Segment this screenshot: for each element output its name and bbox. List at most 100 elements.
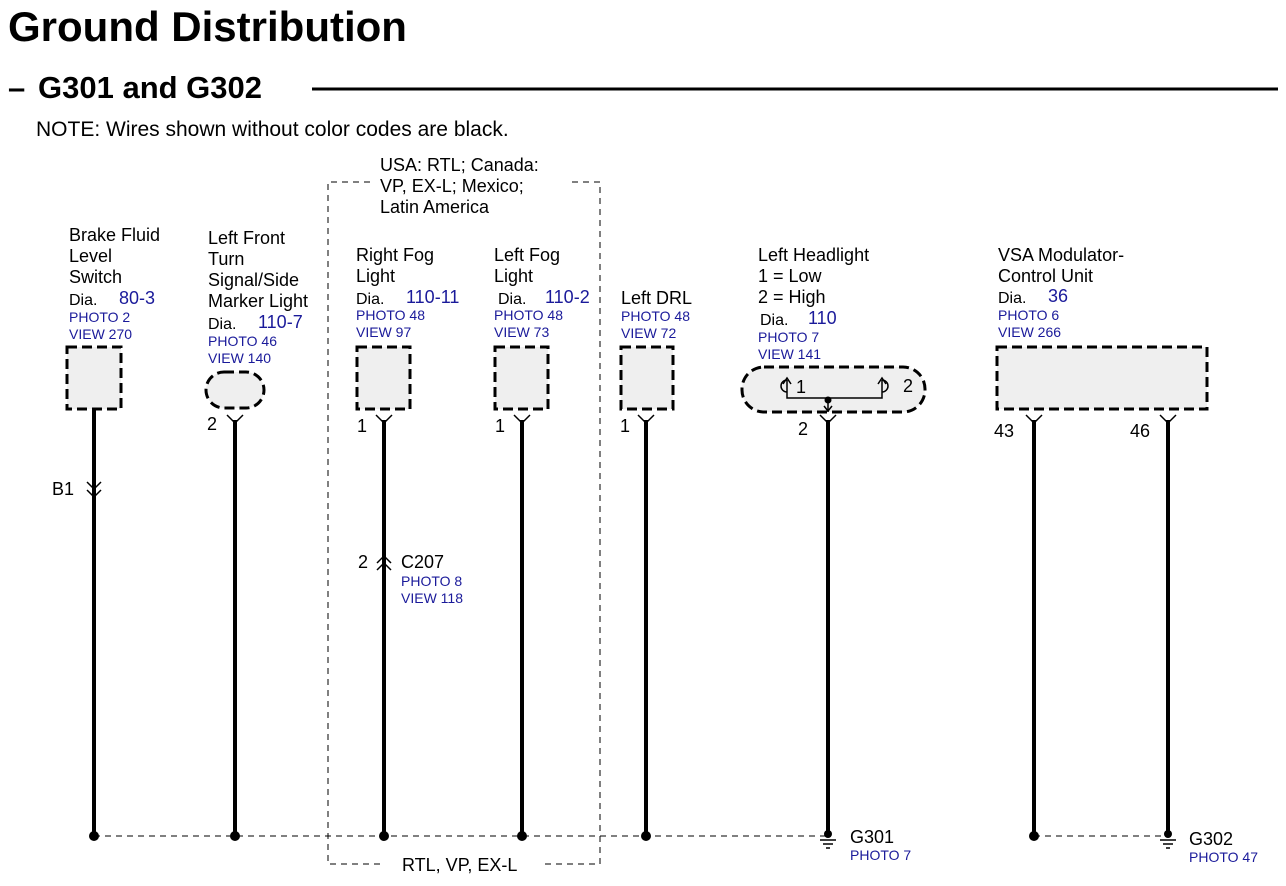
option-bottom-label: RTL, VP, EX-L <box>402 855 517 875</box>
component-name-line: Marker Light <box>208 291 308 311</box>
internal-arrow <box>823 405 833 413</box>
photo-ref[interactable]: PHOTO 46 <box>208 333 277 349</box>
component-left-front-turn-signal: Left Front Turn Signal/Side Marker Light… <box>204 228 308 841</box>
view-ref[interactable]: VIEW 266 <box>998 324 1061 340</box>
section-title: G301 and G302 <box>38 70 262 105</box>
splice-dot <box>641 831 651 841</box>
internal-pin-1: 1 <box>796 377 806 397</box>
ground-g302: G302 PHOTO 47 <box>1160 829 1258 865</box>
photo-ref[interactable]: PHOTO 48 <box>621 308 690 324</box>
section-dash: – <box>8 70 25 105</box>
inline-connector-label: B1 <box>52 479 74 499</box>
splice-dot <box>379 831 389 841</box>
dia-value[interactable]: 110-2 <box>545 287 590 307</box>
pin-number: 1 <box>357 416 367 436</box>
view-ref[interactable]: VIEW 141 <box>758 346 821 362</box>
dia-value[interactable]: 110-7 <box>258 312 303 332</box>
component-name-line: Left Front <box>208 228 285 248</box>
component-name-line: Control Unit <box>998 266 1093 286</box>
photo-ref[interactable]: PHOTO 6 <box>998 307 1059 323</box>
connector-box <box>619 345 675 411</box>
photo-ref[interactable]: PHOTO 2 <box>69 309 130 325</box>
component-name-line: VSA Modulator- <box>998 245 1124 265</box>
connector-box <box>740 365 927 414</box>
dia-value[interactable]: 110 <box>808 308 837 328</box>
inline-connector-symbol <box>86 481 102 499</box>
component-vsa-modulator-control-unit: VSA Modulator- Control Unit Dia. 36 PHOT… <box>994 245 1209 841</box>
photo-ref[interactable]: PHOTO 7 <box>758 329 819 345</box>
component-name-line: Left Fog <box>494 245 560 265</box>
dia-prefix: Dia. <box>69 292 97 309</box>
ground-g301: G301 PHOTO 7 <box>820 827 911 863</box>
pin-number: 1 <box>495 416 505 436</box>
component-name-line: Turn <box>208 249 244 269</box>
pin-number: 2 <box>207 414 217 434</box>
internal-pin-2: 2 <box>903 376 913 396</box>
dia-prefix: Dia. <box>208 316 236 333</box>
filament-coil <box>780 379 889 393</box>
component-left-headlight: Left Headlight 1 = Low 2 = High Dia. 110… <box>740 245 927 832</box>
inline-photo-ref[interactable]: PHOTO 8 <box>401 573 462 589</box>
splice-dot <box>230 831 240 841</box>
dia-prefix: Dia. <box>498 291 526 308</box>
view-ref[interactable]: VIEW 73 <box>494 324 549 340</box>
ground-name: G302 <box>1189 829 1233 849</box>
splice-dot <box>89 831 99 841</box>
dia-prefix: Dia. <box>998 290 1026 307</box>
component-name-line: Signal/Side <box>208 270 299 290</box>
pin-number: 1 <box>620 416 630 436</box>
view-ref[interactable]: VIEW 270 <box>69 326 132 342</box>
component-name-line: Left DRL <box>621 288 692 308</box>
inline-connector-symbol <box>376 554 392 571</box>
option-label-line-3: Latin America <box>380 197 490 217</box>
option-label-line-2: VP, EX-L; Mexico; <box>380 176 524 196</box>
dia-prefix: Dia. <box>760 312 788 329</box>
inline-pin-number: 2 <box>358 552 368 572</box>
component-left-drl: Left DRL PHOTO 48 VIEW 72 1 <box>619 288 692 841</box>
connector-box <box>204 370 266 410</box>
connector-box <box>355 345 412 411</box>
component-name-line: Left Headlight <box>758 245 869 265</box>
dia-value[interactable]: 110-11 <box>406 287 459 307</box>
pin-number-43: 43 <box>994 421 1014 441</box>
ground-name: G301 <box>850 827 894 847</box>
ground-photo-ref[interactable]: PHOTO 7 <box>850 847 911 863</box>
pin-number: 2 <box>798 419 808 439</box>
note: NOTE: Wires shown without color codes ar… <box>36 118 509 141</box>
option-box: USA: RTL; Canada: VP, EX-L; Mexico; Lati… <box>327 155 601 875</box>
component-left-fog-light: Left Fog Light Dia. 110-2 PHOTO 48 VIEW … <box>493 245 590 841</box>
component-name-line: Light <box>494 266 533 286</box>
splice-dot <box>1029 831 1039 841</box>
pin-number-46: 46 <box>1130 421 1150 441</box>
filament-bus <box>786 380 883 399</box>
dia-value[interactable]: 80-3 <box>119 288 155 308</box>
connector-box <box>995 345 1209 411</box>
ground-photo-ref[interactable]: PHOTO 47 <box>1189 849 1258 865</box>
component-name-line: Right Fog <box>356 245 434 265</box>
view-ref[interactable]: VIEW 97 <box>356 324 411 340</box>
component-right-fog-light: Right Fog Light Dia. 110-11 PHOTO 48 VIE… <box>355 245 463 841</box>
photo-ref[interactable]: PHOTO 48 <box>494 307 563 323</box>
view-ref[interactable]: VIEW 140 <box>208 350 271 366</box>
page-title: Ground Distribution <box>8 3 407 50</box>
splice-dot <box>517 831 527 841</box>
component-name-line: Level <box>69 246 112 266</box>
component-name-line: 2 = High <box>758 287 826 307</box>
component-brake-fluid-level-switch: Brake Fluid Level Switch Dia. 80-3 PHOTO… <box>52 225 160 841</box>
connector-box <box>65 345 123 411</box>
connector-box <box>493 345 550 411</box>
ground-point <box>1164 830 1172 838</box>
dia-value[interactable]: 36 <box>1048 286 1068 306</box>
view-ref[interactable]: VIEW 72 <box>621 325 676 341</box>
dia-prefix: Dia. <box>356 291 384 308</box>
filament-arrows <box>782 376 887 385</box>
component-name-line: 1 = Low <box>758 266 823 286</box>
option-label-line-1: USA: RTL; Canada: <box>380 155 539 175</box>
inline-view-ref[interactable]: VIEW 118 <box>401 590 463 606</box>
ground-point <box>824 830 832 838</box>
component-name-line: Light <box>356 266 395 286</box>
photo-ref[interactable]: PHOTO 48 <box>356 307 425 323</box>
inline-connector-label: C207 <box>401 552 444 572</box>
component-name-line: Switch <box>69 267 122 287</box>
